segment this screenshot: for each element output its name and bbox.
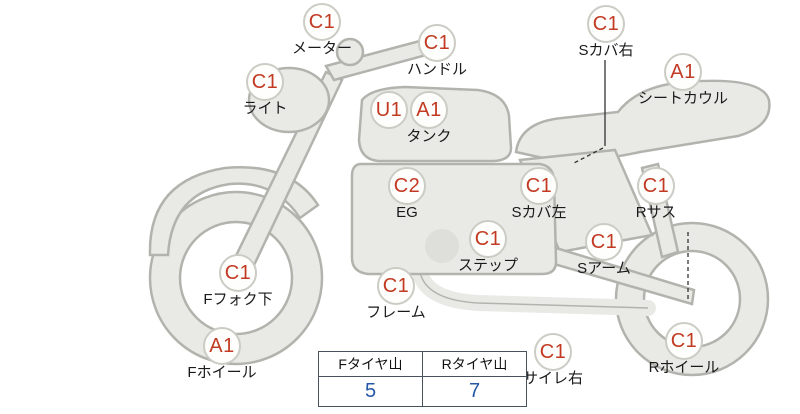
grade-badge: C2 xyxy=(388,167,426,205)
grade-text: A1 xyxy=(416,99,442,121)
part-label: ハンドル xyxy=(406,61,468,78)
part-label: シートカウル xyxy=(637,90,729,107)
grade-text: C1 xyxy=(592,13,620,35)
part-label: ステップ xyxy=(457,257,519,274)
grade-text: C1 xyxy=(308,11,336,33)
grade-text: A1 xyxy=(670,61,696,83)
grade-badge: U1 xyxy=(370,91,408,129)
part-label: メーター xyxy=(291,40,353,57)
grade-text: C1 xyxy=(474,228,502,250)
grade-text: U1 xyxy=(375,99,403,121)
grade-text: A1 xyxy=(209,335,235,357)
grade-text: C1 xyxy=(590,231,618,253)
grade-text: C1 xyxy=(670,330,698,352)
grade-text: C1 xyxy=(423,32,451,54)
grade-badge: C1 xyxy=(520,167,558,205)
grade-badge: C1 xyxy=(377,267,415,305)
part-label: Sアーム xyxy=(577,260,631,277)
part-label: Rホイール xyxy=(648,359,720,376)
grade-badge: C1 xyxy=(469,220,507,258)
grade-badge: C1 xyxy=(665,322,703,360)
grade-badge: A1 xyxy=(664,53,702,91)
part-label: ライト xyxy=(242,100,288,117)
grade-text: C1 xyxy=(224,262,252,284)
tire-tread-rear-value: 7 xyxy=(422,376,527,407)
part-label: Fホイール xyxy=(187,364,257,381)
tire-tread-table: Fタイヤ山 Rタイヤ山 5 7 xyxy=(318,351,527,407)
meter-shape xyxy=(335,37,365,67)
part-label: Sカバ右 xyxy=(578,42,634,59)
grade-badge: C1 xyxy=(219,254,257,292)
grade-badge: A1 xyxy=(203,327,241,365)
grade-badge: C1 xyxy=(246,63,284,101)
part-label: Sカバ左 xyxy=(511,204,567,221)
part-label: EG xyxy=(396,204,418,221)
part-label: サイレ右 xyxy=(522,370,584,387)
tire-table-header-front: Fタイヤ山 xyxy=(318,351,423,377)
tire-table-header-rear: Rタイヤ山 xyxy=(422,351,527,377)
tire-tread-front-value: 5 xyxy=(318,376,423,407)
grade-badge: C1 xyxy=(585,223,623,261)
grade-text: C1 xyxy=(642,175,670,197)
part-label: フレーム xyxy=(366,304,426,321)
grade-badge: C1 xyxy=(587,5,625,43)
grade-text: C2 xyxy=(393,175,421,197)
grade-text: C1 xyxy=(539,341,567,363)
part-label: タンク xyxy=(406,128,452,145)
grade-badge: C1 xyxy=(303,3,341,41)
grade-badge: C1 xyxy=(534,333,572,371)
grade-badge: A1 xyxy=(410,91,448,129)
part-label: Rサス xyxy=(635,204,677,221)
part-label: Fフォク下 xyxy=(203,291,273,308)
grade-badge: C1 xyxy=(637,167,675,205)
grade-text: C1 xyxy=(525,175,553,197)
grade-text: C1 xyxy=(251,71,279,93)
grade-text: C1 xyxy=(382,275,410,297)
grade-badge: C1 xyxy=(418,24,456,62)
